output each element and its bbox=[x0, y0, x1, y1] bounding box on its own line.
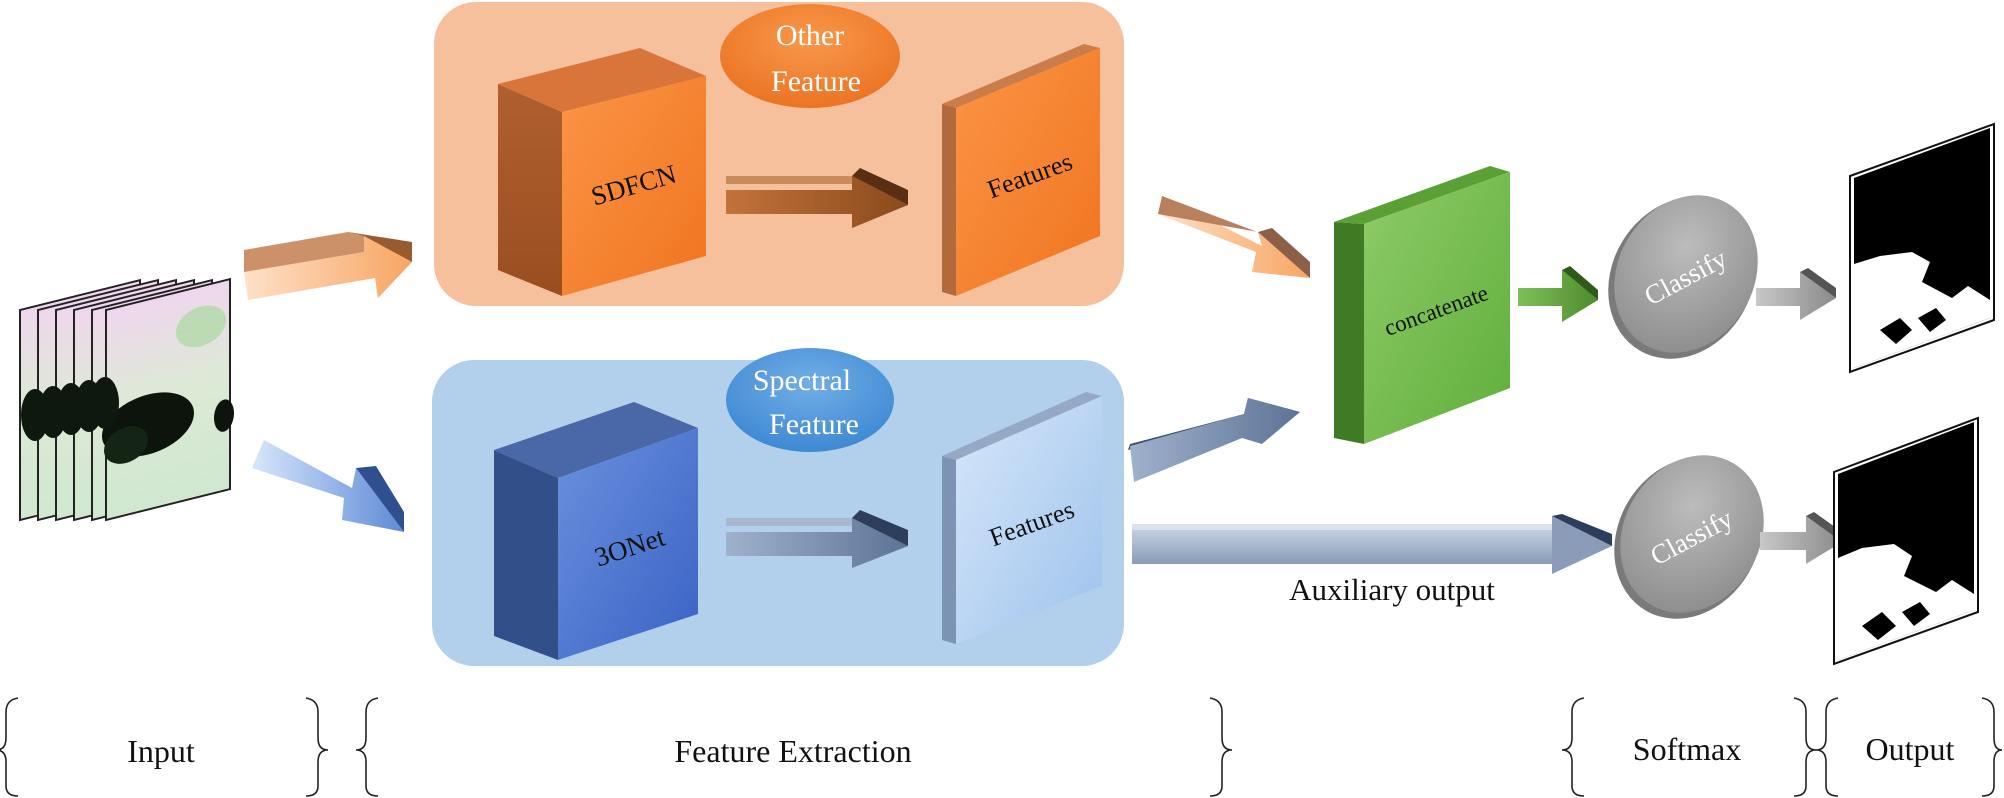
bottom-features-block: Features bbox=[942, 392, 1102, 644]
stage-output-label: Output bbox=[1866, 731, 1955, 767]
arrow-bottom-features-to-concatenate bbox=[1128, 398, 1300, 482]
classify-bottom-node: Classify bbox=[1614, 455, 1764, 619]
stage-feature-extraction-label: Feature Extraction bbox=[674, 733, 911, 769]
arrow-sdfcn-to-features bbox=[726, 168, 908, 228]
concatenate-block: concatenate bbox=[1334, 166, 1510, 444]
stage-brace-output bbox=[1815, 697, 2003, 797]
auxiliary-output-label: Auxiliary output bbox=[1289, 572, 1495, 607]
output-mask-bottom bbox=[1833, 416, 1979, 666]
arrow-concatenate-to-classify bbox=[1518, 266, 1598, 322]
spectral-feature-label-line2: Feature bbox=[769, 408, 859, 441]
arrow-3onet-to-features bbox=[726, 510, 908, 568]
output-mask-top bbox=[1849, 122, 1995, 374]
arrow-input-to-bottom bbox=[252, 440, 404, 532]
arrow-classify-top-to-output bbox=[1756, 268, 1836, 320]
auxiliary-output-arrow bbox=[1132, 514, 1612, 574]
top-features-block: Features bbox=[942, 44, 1100, 296]
classify-top-node: Classify bbox=[1608, 195, 1758, 359]
input-image-stack bbox=[19, 277, 234, 522]
arrow-input-to-top bbox=[244, 232, 412, 300]
spectral-feature-label-line1: Spectral bbox=[753, 364, 851, 397]
stage-softmax-label: Softmax bbox=[1633, 731, 1741, 767]
other-feature-label-line1: Other bbox=[776, 19, 844, 52]
arrow-classify-bottom-to-output bbox=[1760, 512, 1842, 564]
3onet-block: 3ONet bbox=[494, 402, 698, 660]
other-feature-label-line2: Feature bbox=[771, 65, 861, 98]
stage-brace-input bbox=[0, 697, 329, 797]
arrow-top-features-to-concatenate bbox=[1158, 196, 1310, 278]
spectral-feature-badge: Spectral Feature bbox=[726, 348, 894, 452]
stage-brace-feature-extraction bbox=[355, 697, 1233, 797]
stage-input-label: Input bbox=[127, 733, 195, 769]
sdfcn-block: SDFCN bbox=[498, 48, 706, 296]
other-feature-badge: Other Feature bbox=[720, 4, 900, 108]
